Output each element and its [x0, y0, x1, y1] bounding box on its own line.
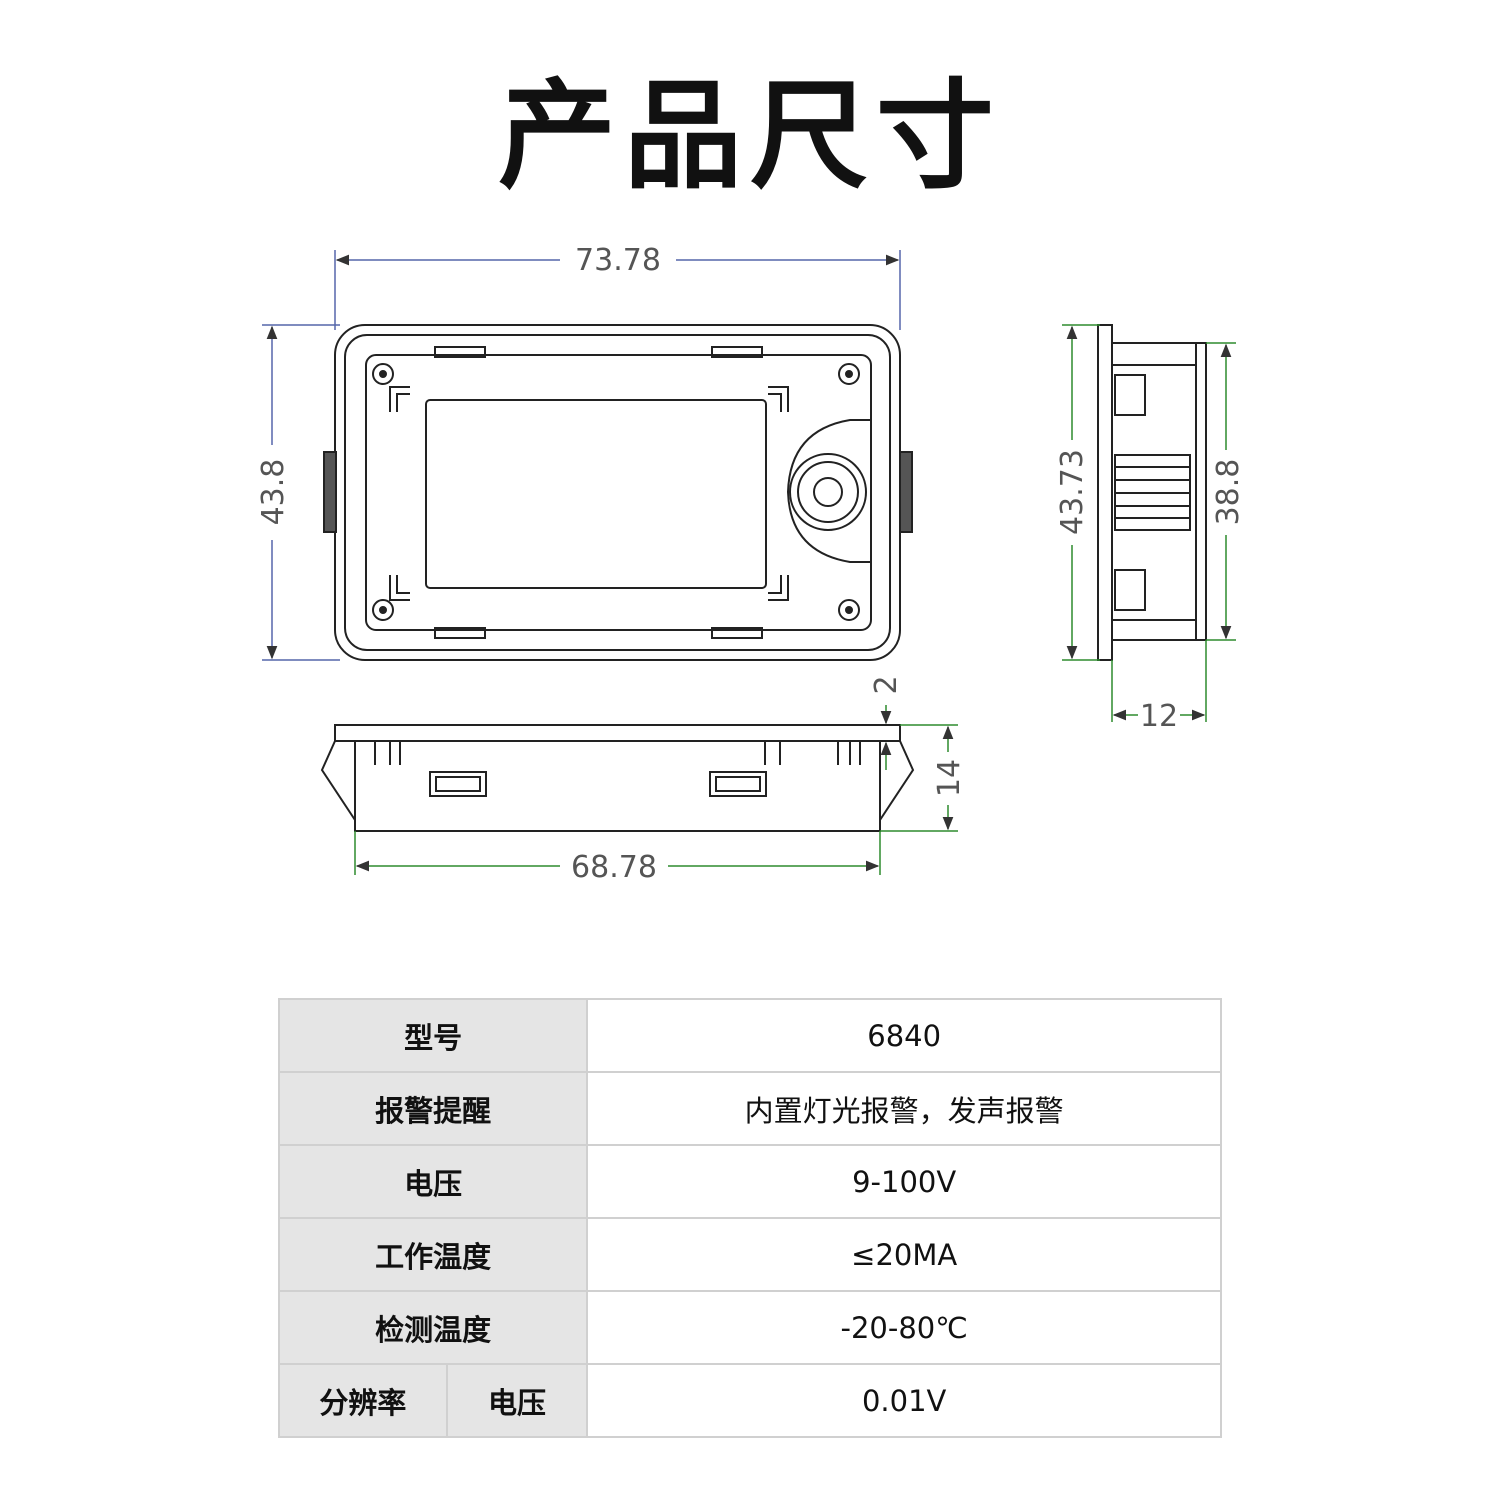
bottom-view	[320, 724, 915, 832]
side-depth-dimension	[1111, 640, 1207, 722]
side-inner-height-label: 38.8	[1211, 459, 1246, 526]
row-label: 报警提醒	[277, 1071, 589, 1146]
table-row: 工作温度 ≤20MA	[277, 1217, 1222, 1292]
table-row: 检测温度 -20-80℃	[277, 1290, 1222, 1365]
front-height-dimension	[262, 324, 340, 661]
page-title: 产品尺寸	[497, 67, 1002, 205]
table-row: 电压 9-100V	[277, 1144, 1222, 1219]
row-label: 型号	[277, 998, 589, 1073]
bottom-height-dimension	[880, 724, 958, 832]
row-label: 分辨率	[278, 1363, 448, 1438]
side-view	[1097, 324, 1207, 661]
front-view	[323, 324, 913, 661]
row-label: 工作温度	[277, 1217, 589, 1292]
row-label: 电压	[277, 1144, 589, 1219]
bottom-width-dimension	[354, 831, 881, 875]
bottom-flange-label: 2	[869, 675, 904, 694]
front-width-dimension	[334, 250, 901, 330]
bottom-height-label: 14	[932, 759, 967, 797]
table-row: 型号 6840	[277, 998, 1222, 1073]
table-row: 报警提醒 内置灯光报警，发声报警	[277, 1071, 1222, 1146]
table-row: 分辨率 电压 0.01V	[278, 1363, 1222, 1438]
row-value: -20-80℃	[586, 1290, 1222, 1365]
row-value: ≤20MA	[586, 1217, 1222, 1292]
front-height-label: 43.8	[256, 459, 291, 526]
front-width-label: 73.78	[575, 243, 661, 278]
row-sublabel: 电压	[445, 1363, 589, 1438]
row-value: 9-100V	[586, 1144, 1222, 1219]
bottom-width-label: 68.78	[571, 850, 657, 885]
side-depth-label: 12	[1140, 699, 1178, 734]
row-value: 6840	[586, 998, 1222, 1073]
spec-table: 型号 6840 报警提醒 内置灯光报警，发声报警 电压 9-100V 工作温度 …	[277, 998, 1222, 1438]
side-height-label: 43.73	[1055, 449, 1090, 535]
row-value: 内置灯光报警，发声报警	[586, 1071, 1222, 1146]
row-value: 0.01V	[586, 1363, 1222, 1438]
dimension-drawing: 73.78 43.8 43.73 38.8	[256, 243, 1246, 885]
row-label: 检测温度	[277, 1290, 589, 1365]
side-height-dimension	[1062, 324, 1236, 661]
